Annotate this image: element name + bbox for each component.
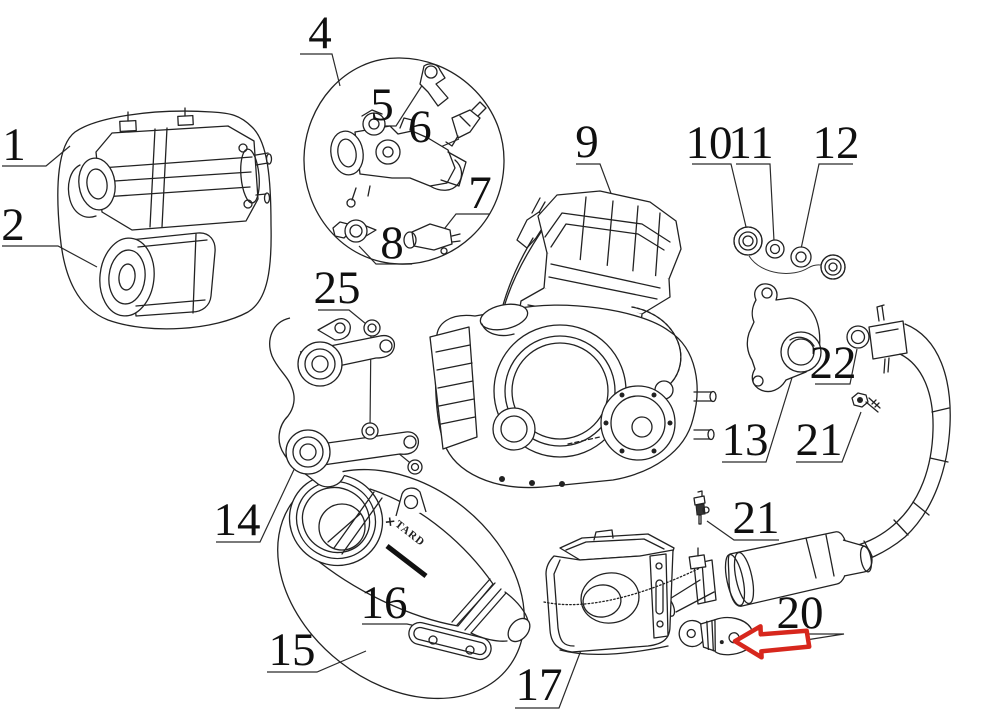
leader-13 [722, 367, 796, 463]
label-22: 22 [810, 337, 857, 389]
label-8: 8 [380, 217, 404, 269]
label-7: 7 [468, 167, 492, 219]
sensor-5-icon [419, 63, 449, 107]
group-outline-1-2 [57, 110, 272, 330]
fastener-group [733, 226, 846, 280]
label-14: 14 [214, 494, 261, 546]
leader-22 [815, 348, 858, 385]
label-5: 5 [370, 79, 394, 131]
bracket-13-icon [746, 283, 822, 393]
airbox-group [57, 107, 273, 330]
air-filter-box-icon [67, 107, 273, 231]
highlight-arrow [732, 624, 812, 660]
label-9: 9 [575, 116, 599, 168]
bolt-21-right-icon [851, 392, 881, 413]
flanged-nut-10-icon [733, 226, 763, 256]
leader-4 [300, 53, 341, 87]
label-11: 11 [728, 117, 773, 169]
label-13: 13 [722, 414, 769, 466]
leader-lines [2, 53, 862, 709]
label-1: 1 [2, 119, 26, 171]
label-20: 20 [777, 587, 824, 639]
label-21-center: 21 [733, 492, 780, 544]
injector-6-icon [445, 101, 487, 147]
label-15: 15 [269, 624, 316, 676]
part-number-labels: 1 2 4 5 6 7 8 9 10 11 12 13 14 15 16 17 … [1, 7, 859, 711]
label-4: 4 [308, 7, 332, 59]
case-bolts [499, 476, 565, 487]
leader-21a [706, 520, 779, 541]
engine-icon [429, 190, 717, 489]
header-pipe-icon [844, 304, 951, 567]
cover-bolts [603, 392, 673, 454]
leader-10 [692, 163, 748, 232]
sensor-8-icon [332, 219, 377, 243]
group-outline-4 [303, 57, 505, 265]
leader-12 [800, 163, 853, 250]
washers-25-icon [361, 319, 423, 475]
label-21-right: 21 [796, 414, 843, 466]
muffler-icon: ✕ TARD [288, 473, 531, 643]
throttle-group [303, 57, 505, 265]
label-6: 6 [408, 101, 432, 153]
leader-9 [576, 163, 613, 197]
leader-21b [796, 411, 862, 463]
label-12: 12 [813, 117, 860, 169]
leader-15 [267, 650, 367, 673]
label-2: 2 [1, 199, 25, 251]
oil-filter-icon [99, 232, 216, 317]
label-17: 17 [516, 659, 563, 711]
leader-11 [736, 163, 775, 242]
ring-22-icon [846, 325, 870, 349]
label-25: 25 [314, 262, 361, 314]
label-10: 10 [686, 117, 733, 169]
grommet-icon [820, 254, 846, 280]
washer-11-icon [765, 239, 785, 259]
throttle-body-icon [330, 109, 467, 208]
catalytic-converter-icon [660, 531, 873, 617]
sensor-7-icon [403, 223, 461, 255]
sensor-21-center-icon [693, 490, 710, 525]
muffler-strap-16-icon [408, 621, 492, 661]
label-16: 16 [361, 577, 408, 629]
leader-14 [216, 443, 307, 543]
leader-17 [515, 623, 592, 709]
leader-2 [2, 245, 98, 268]
washer-12-icon [790, 246, 812, 268]
resonator-box-17-icon [543, 529, 701, 656]
muffler-group: ✕ TARD [277, 468, 531, 700]
engine-mount-14-icon [269, 317, 420, 488]
